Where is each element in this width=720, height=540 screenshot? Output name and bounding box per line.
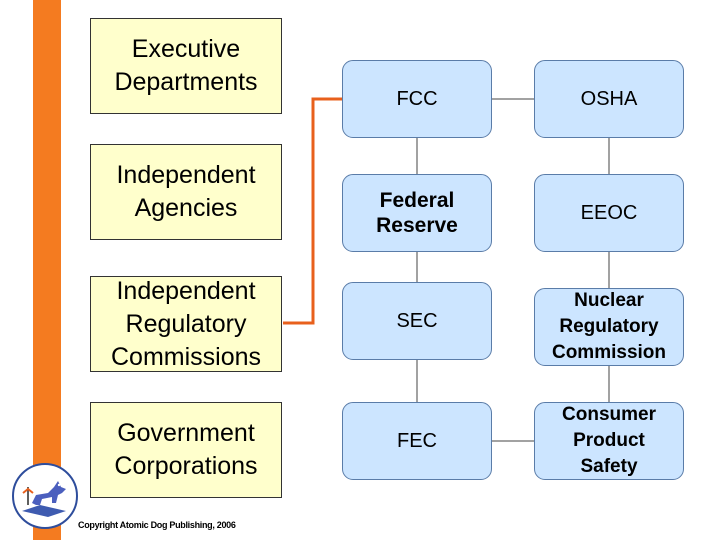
category-executive-departments: Executive Departments [90, 18, 282, 114]
agency-fcc: FCC [342, 60, 492, 138]
agency-federal-reserve: Federal Reserve [342, 174, 492, 252]
agency-consumer-product-safety: Consumer Product Safety [534, 402, 684, 480]
agency-nuclear-regulatory-commission: Nuclear Regulatory Commission [534, 288, 684, 366]
category-government-corporations: Government Corporations [90, 402, 282, 498]
category-independent-agencies: Independent Agencies [90, 144, 282, 240]
atomic-dog-logo-icon [12, 463, 78, 529]
agency-sec: SEC [342, 282, 492, 360]
accent-bar [33, 0, 61, 540]
highlight-connector [283, 97, 342, 325]
copyright-text: Copyright Atomic Dog Publishing, 2006 [78, 520, 236, 530]
agency-eeoc: EEOC [534, 174, 684, 252]
category-independent-regulatory-commissions: Independent Regulatory Commissions [90, 276, 282, 372]
agency-fec: FEC [342, 402, 492, 480]
agency-osha: OSHA [534, 60, 684, 138]
